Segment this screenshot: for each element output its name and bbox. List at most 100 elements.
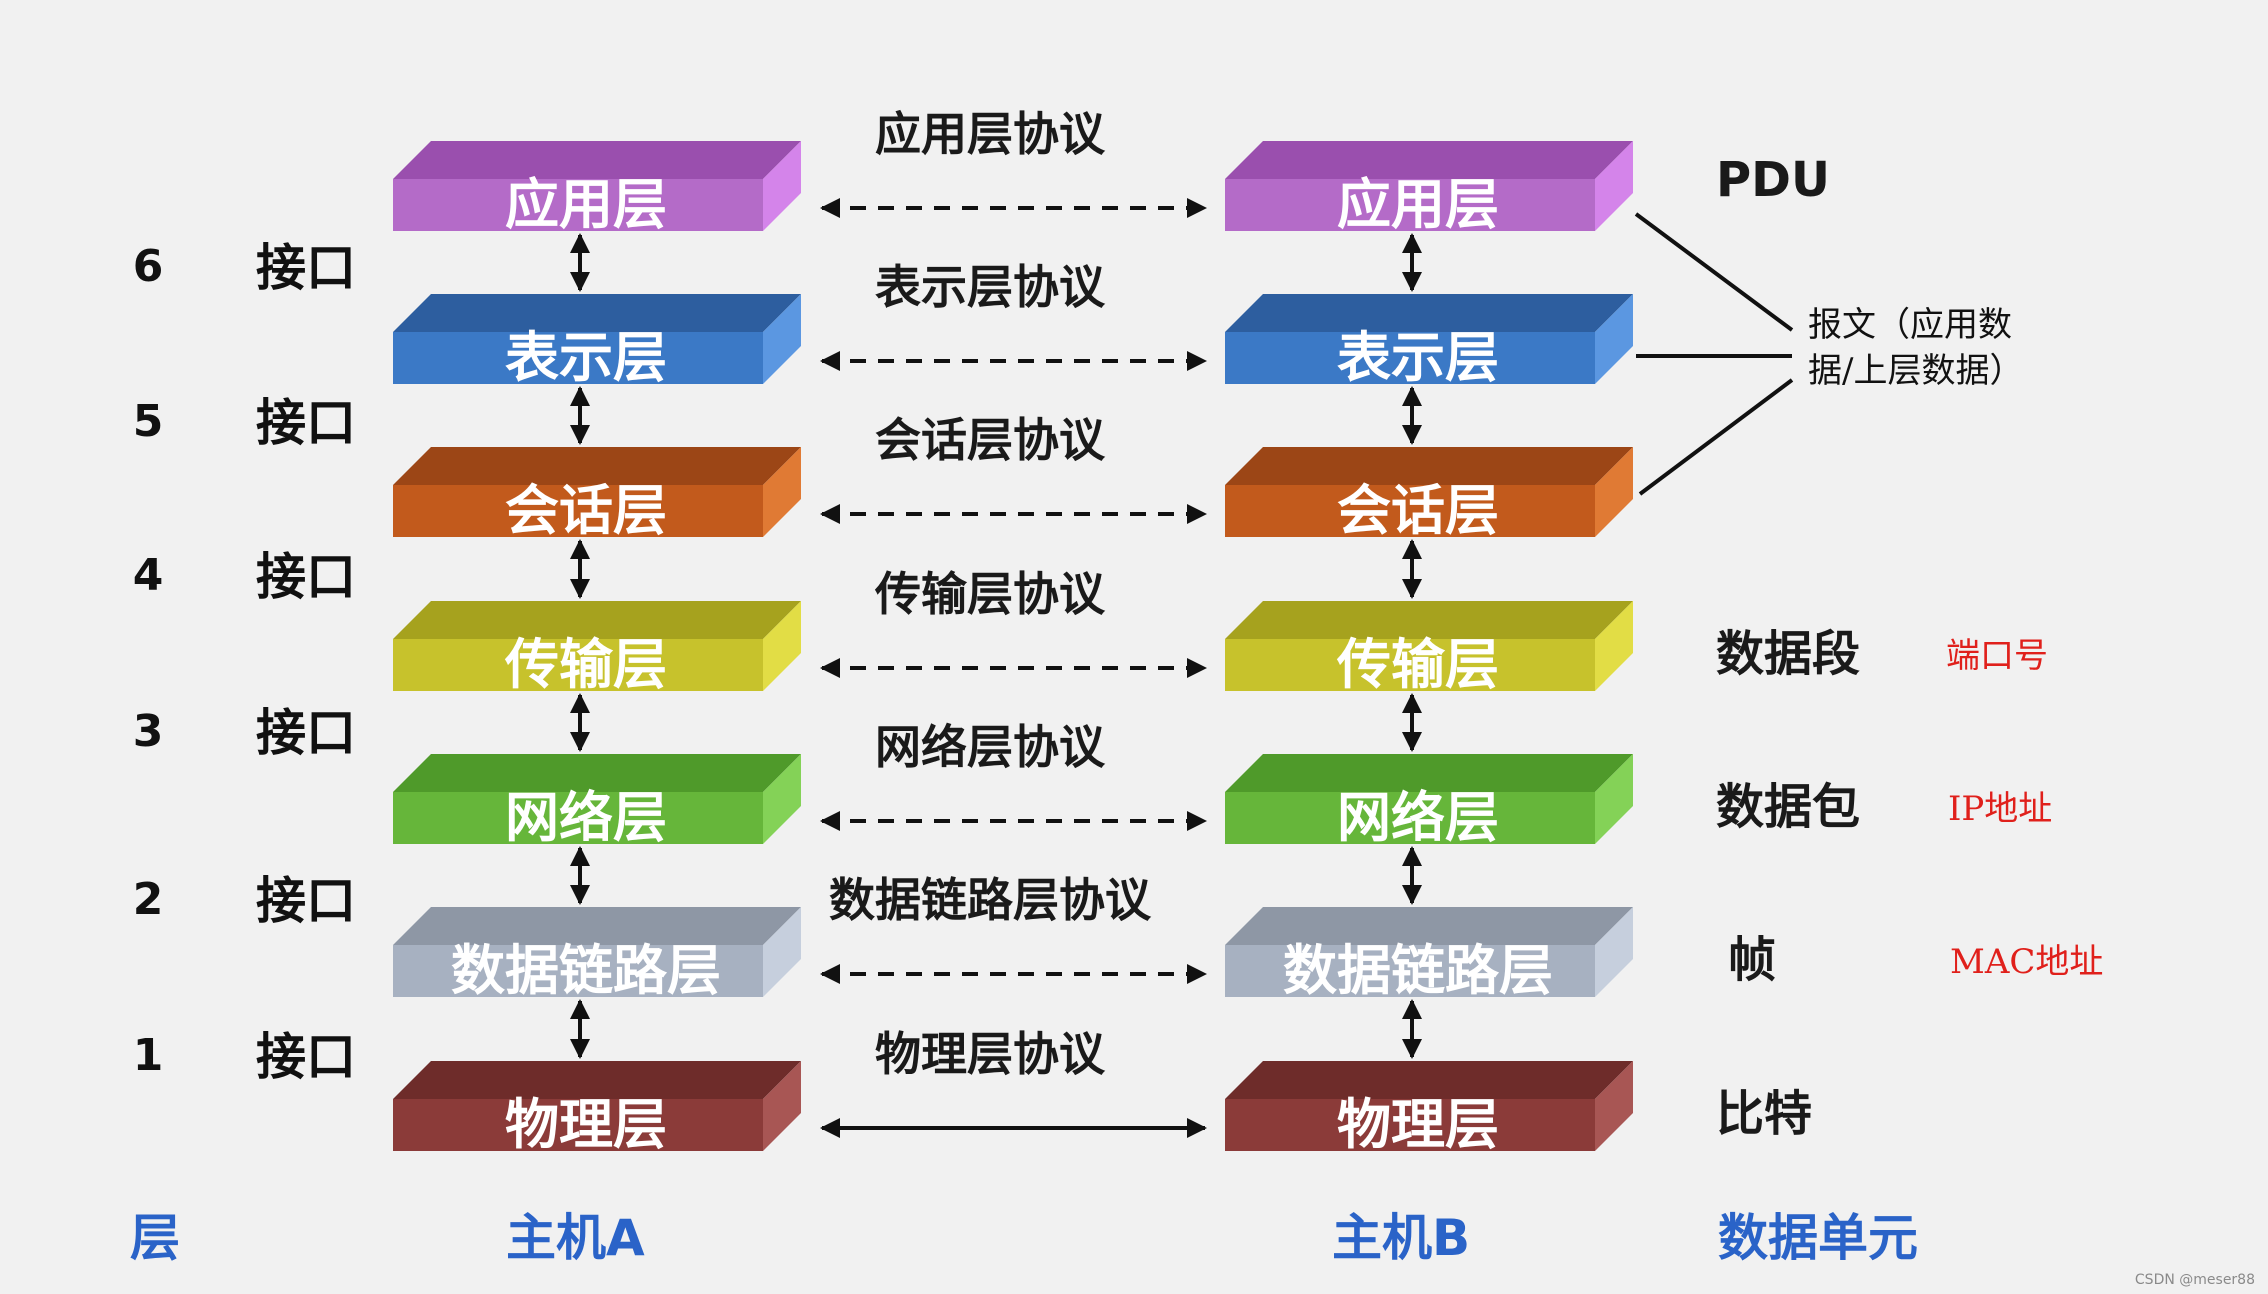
layer-box-front xyxy=(1225,1099,1595,1151)
layer-box-host-a-4: 传输层 xyxy=(393,601,801,696)
layer-box-side xyxy=(1595,907,1633,997)
layer-box-host-a-7: 物理层 xyxy=(393,1061,801,1156)
address-label-4: 端口号 xyxy=(1946,636,2048,676)
protocol-label-3: 会话层协议 xyxy=(875,413,1106,467)
layer-box-front xyxy=(1225,792,1595,844)
protocol-label-6: 数据链路层协议 xyxy=(829,873,1152,927)
layer-box-top xyxy=(393,754,801,792)
layer-name-label: 会话层 xyxy=(505,479,667,542)
protocol-label-4: 传输层协议 xyxy=(874,567,1106,621)
layer-box-top xyxy=(1225,907,1633,945)
interface-label-2: 接口 xyxy=(256,872,356,930)
note-line-1: 报文（应用数 xyxy=(1808,305,2012,345)
footer: 层 主机A 主机B 数据单元 xyxy=(130,1209,1918,1267)
layer-box-front xyxy=(1225,179,1595,231)
layer-box-front xyxy=(393,179,763,231)
layer-box-side xyxy=(763,294,801,384)
layer-box-host-b-4: 传输层 xyxy=(1225,601,1633,696)
interface-label-5: 接口 xyxy=(256,394,356,452)
layer-name-label: 数据链路层 xyxy=(1283,939,1553,1002)
layer-box-top xyxy=(393,447,801,485)
layer-name-label: 网络层 xyxy=(505,786,667,849)
interface-number-1: 1 xyxy=(133,1030,164,1081)
protocol-label-1: 应用层协议 xyxy=(875,107,1106,161)
note-line-2: 据/上层数据） xyxy=(1808,351,2023,391)
interface-number-3: 3 xyxy=(133,706,164,757)
layer-box-front xyxy=(1225,485,1595,537)
layer-box-front xyxy=(1225,945,1595,997)
layer-box-side xyxy=(763,447,801,537)
layer-box-front xyxy=(393,332,763,384)
layer-box-side xyxy=(1595,141,1633,231)
footer-layer-label: 层 xyxy=(130,1209,180,1267)
layer-box-host-b-6: 数据链路层 xyxy=(1225,907,1633,1002)
interface-number-4: 4 xyxy=(133,550,164,601)
interface-label-4: 接口 xyxy=(256,548,356,606)
layer-name-label: 应用层 xyxy=(1337,173,1499,236)
layer-box-host-a-5: 网络层 xyxy=(393,754,801,849)
layer-box-host-a-3: 会话层 xyxy=(393,447,801,542)
layer-box-top xyxy=(1225,447,1633,485)
layer-box-top xyxy=(393,601,801,639)
layer-box-top xyxy=(1225,754,1633,792)
layer-box-side xyxy=(1595,601,1633,691)
layer-box-front xyxy=(393,485,763,537)
footer-host-b-label: 主机B xyxy=(1332,1209,1470,1267)
layer-box-top xyxy=(393,294,801,332)
pdu-label-4: 数据段 xyxy=(1716,626,1860,682)
layer-box-top xyxy=(1225,294,1633,332)
layer-box-top xyxy=(1225,1061,1633,1099)
layer-box-host-b-1: 应用层 xyxy=(1225,141,1633,236)
interface-number-5: 5 xyxy=(133,396,164,447)
layer-name-label: 物理层 xyxy=(1337,1093,1499,1156)
layer-box-side xyxy=(763,601,801,691)
layer-box-host-b-2: 表示层 xyxy=(1225,294,1633,389)
layer-box-host-b-5: 网络层 xyxy=(1225,754,1633,849)
layer-name-label: 应用层 xyxy=(505,173,667,236)
layer-box-top xyxy=(1225,601,1633,639)
layer-box-top xyxy=(393,907,801,945)
layer-box-side xyxy=(763,754,801,844)
footer-host-a-label: 主机A xyxy=(506,1209,645,1267)
layer-box-front xyxy=(393,792,763,844)
layer-box-host-a-2: 表示层 xyxy=(393,294,801,389)
layer-box-side xyxy=(1595,447,1633,537)
layer-box-front xyxy=(393,945,763,997)
pdu-label-5: 数据包 xyxy=(1716,779,1860,835)
pdu-label-6: 帧 xyxy=(1728,932,1776,988)
protocol-label-7: 物理层协议 xyxy=(875,1027,1106,1081)
pdu-note: 报文（应用数 据/上层数据） xyxy=(1634,212,2023,496)
layer-name-label: 表示层 xyxy=(1337,326,1499,389)
layer-box-side xyxy=(763,907,801,997)
layer-box-side xyxy=(1595,294,1633,384)
interface-number-6: 6 xyxy=(133,241,164,292)
layer-name-label: 物理层 xyxy=(505,1093,667,1156)
layer-box-front xyxy=(393,1099,763,1151)
layer-box-front xyxy=(1225,332,1595,384)
layer-box-top xyxy=(1225,141,1633,179)
watermark: CSDN @meser88 xyxy=(2135,1272,2255,1288)
address-label-6: MAC地址 xyxy=(1950,942,2103,982)
layer-box-side xyxy=(1595,754,1633,844)
layer-stack: 应用层应用层应用层协议PDU表示层表示层表示层协议会话层会话层会话层协议传输层传… xyxy=(133,107,2104,1156)
interface-label-3: 接口 xyxy=(256,704,356,762)
layer-box-top xyxy=(393,1061,801,1099)
layer-name-label: 传输层 xyxy=(1336,633,1499,696)
interface-number-2: 2 xyxy=(133,874,164,925)
layer-box-host-b-7: 物理层 xyxy=(1225,1061,1633,1156)
layer-box-top xyxy=(393,141,801,179)
layer-box-front xyxy=(393,639,763,691)
layer-name-label: 表示层 xyxy=(505,326,667,389)
footer-data-unit-label: 数据单元 xyxy=(1718,1209,1918,1267)
layer-box-side xyxy=(1595,1061,1633,1151)
layer-name-label: 会话层 xyxy=(1337,479,1499,542)
layer-box-side xyxy=(763,141,801,231)
layer-box-side xyxy=(763,1061,801,1151)
protocol-label-2: 表示层协议 xyxy=(875,260,1106,314)
note-connector-application xyxy=(1634,212,1794,332)
layer-box-host-b-3: 会话层 xyxy=(1225,447,1633,542)
note-connector-session xyxy=(1638,378,1794,496)
pdu-label-7: 比特 xyxy=(1716,1086,1812,1142)
layer-box-host-a-1: 应用层 xyxy=(393,141,801,236)
